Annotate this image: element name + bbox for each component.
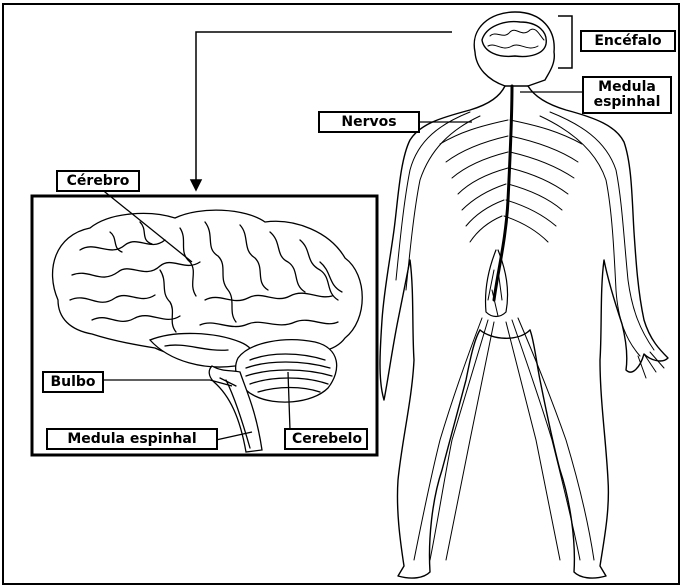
label-medula-espinhal-inset: Medula espinhal [46, 428, 218, 450]
label-cerebelo: Cerebelo [284, 428, 368, 450]
label-medula-espinhal-body: Medula espinhal [582, 76, 672, 114]
label-cerebro: Cérebro [56, 170, 140, 192]
label-encefalo: Encéfalo [580, 30, 676, 52]
label-nervos: Nervos [318, 111, 420, 133]
cerebellum [236, 340, 337, 402]
label-bulbo: Bulbo [42, 371, 104, 393]
label-medula-line2: espinhal [590, 95, 664, 110]
encefalo-bracket [558, 16, 572, 68]
spinal-cord [494, 86, 512, 300]
body-outline-left [380, 86, 505, 578]
cerebrum-outline [53, 210, 363, 355]
label-medula-line1: Medula [590, 80, 664, 95]
